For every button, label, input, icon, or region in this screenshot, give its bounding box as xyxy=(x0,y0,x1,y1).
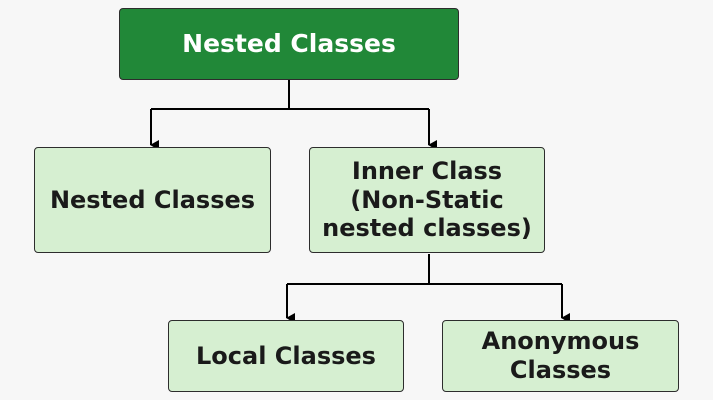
local-classes-node-label: Local Classes xyxy=(196,341,376,370)
local-classes-node: Local Classes xyxy=(168,320,404,392)
static-nested-node: Nested Classes xyxy=(34,147,271,253)
inner-class-node-label: Inner Class (Non-Static nested classes) xyxy=(322,156,532,243)
static-nested-node-label: Nested Classes xyxy=(49,185,256,214)
inner-class-node: Inner Class (Non-Static nested classes) xyxy=(309,147,545,253)
root-node-label: Nested Classes xyxy=(182,29,396,58)
anonymous-classes-node: Anonymous Classes xyxy=(442,320,679,392)
root-node: Nested Classes xyxy=(119,8,459,80)
anonymous-classes-node-label: Anonymous Classes xyxy=(481,327,640,384)
